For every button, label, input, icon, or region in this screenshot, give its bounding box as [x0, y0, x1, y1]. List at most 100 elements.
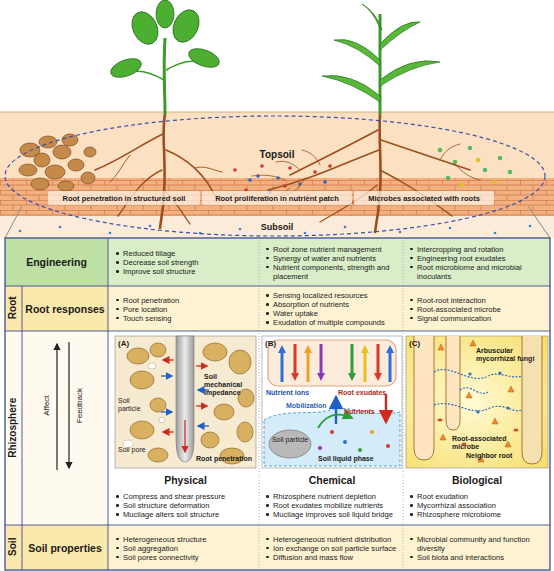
- biological-panel-art: [470, 340, 476, 346]
- soybean-plant: [156, 0, 174, 28]
- bullet-dot: [410, 299, 413, 302]
- rhizosphere-outline: [5, 116, 550, 238]
- box-text: Root proliferation in nutrient patch: [215, 194, 339, 203]
- table-grid: [22, 286, 23, 570]
- subsoil-dots: [109, 232, 112, 235]
- subsoil-dots: [304, 232, 307, 235]
- side-label: Feedback: [75, 376, 84, 436]
- physical-panel-art: [196, 405, 207, 406]
- box-text: Root responses: [25, 303, 104, 315]
- physical-panel-art: [115, 336, 256, 468]
- bullet-text: Rhizosphere microbiome: [409, 510, 549, 519]
- affect-feedback-arrows: [68, 342, 69, 468]
- bullet-text: Improve soil structure: [115, 267, 259, 276]
- side-label: Affect: [42, 376, 51, 436]
- bullet-text: Root zone nutrient management: [265, 245, 403, 254]
- bullet-cell: Heterogeneous nutrient distributionIon e…: [261, 526, 403, 570]
- subsoil-dots: [19, 230, 22, 233]
- bullet-dot: [410, 495, 413, 498]
- soil-profile: [0, 112, 554, 178]
- chemical-panel-art: [361, 345, 369, 353]
- soil-aggregates: [39, 136, 57, 148]
- maize-plant: [380, 61, 440, 86]
- physical-panel-art: [161, 376, 209, 426]
- chemical-panel-art: [320, 344, 323, 374]
- affect-feedback-arrows: [57, 342, 69, 470]
- annotation-label: Arbuscular mycorrhizal fungi: [476, 347, 542, 363]
- bullet-dot: [266, 303, 269, 306]
- chemical-panel-art: [386, 444, 390, 448]
- physical-panel-art: [163, 431, 174, 432]
- table-grid: [5, 238, 550, 570]
- bullet-dot: [410, 513, 413, 516]
- chemical-panel-art: [351, 344, 354, 374]
- microbe-dots: [498, 156, 503, 161]
- physical-panel-art: [203, 343, 227, 361]
- bullet-text: Nutrient components, strength and placem…: [265, 263, 403, 281]
- bullet-cell: Reduced tillageDecrease soil strengthImp…: [111, 239, 259, 286]
- bullet-text: Soil aggregation: [115, 544, 259, 553]
- bullet-text: Soil biota and interactions: [409, 553, 549, 562]
- table-grid: [259, 240, 260, 568]
- chemical-panel-art: [330, 430, 334, 434]
- chemical-panel-art: [264, 408, 400, 466]
- subsoil-dots: [239, 228, 242, 231]
- bullet-text: Sensing localized resources: [265, 291, 403, 300]
- bullet-dot: [410, 556, 413, 559]
- microbe-dots: [460, 183, 465, 188]
- bullet-text: Compress and shear pressure: [115, 492, 259, 501]
- root-system: [276, 161, 300, 170]
- microbe-dots: [493, 180, 498, 185]
- subsoil-dots: [149, 225, 152, 228]
- root-system: [95, 114, 480, 232]
- subsoil-dots: [529, 225, 532, 228]
- bullet-text: Diffusion and mass flow: [265, 553, 403, 562]
- chemical-panel-art: [370, 430, 374, 434]
- bullet-text: Root microbiome and microbial inoculants: [409, 263, 549, 281]
- biological-panel-art: [406, 336, 548, 468]
- subsoil-dots: [344, 226, 347, 229]
- table-grid: [5, 525, 108, 570]
- root-system: [166, 150, 215, 196]
- bullet-dot: [266, 547, 269, 550]
- bullet-cell: Compress and shear pressureSoil structur…: [111, 486, 259, 525]
- chemical-panel-art: [278, 344, 394, 382]
- root-system: [110, 155, 130, 182]
- table-grid: [5, 238, 550, 570]
- bullet-text: Root-root interaction: [409, 296, 549, 305]
- bullet-cell: Root penetrationPore locationTouch sensi…: [111, 287, 259, 331]
- biological-panel-art: [468, 372, 471, 375]
- bullet-dot: [116, 547, 119, 550]
- root-system: [302, 150, 320, 165]
- rhizosphere-outline: [528, 206, 550, 238]
- bullet-text: Heterogeneous structure: [115, 535, 259, 544]
- biological-panel-art: [466, 392, 472, 398]
- nutrient-dots: [260, 164, 264, 168]
- annotation-label: Soil particle: [270, 436, 310, 444]
- side-label: Rhizosphere: [7, 383, 19, 473]
- affect-feedback-arrows: [56, 344, 57, 470]
- soil-aggregates: [81, 172, 95, 184]
- physical-panel-art: [130, 421, 154, 439]
- bullet-text: Reduced tillage: [115, 249, 259, 258]
- bullet-text: Intercropping and rotation: [409, 245, 549, 254]
- bullet-dot: [410, 504, 413, 507]
- root-system: [252, 175, 285, 180]
- box-text: Root penetration in structured soil: [63, 194, 186, 203]
- bullet-dot: [116, 317, 119, 320]
- bullet-dot: [116, 252, 119, 255]
- annotation-label: Neighbor root: [466, 452, 522, 460]
- bullet-dot: [266, 294, 269, 297]
- chemical-panel-art: [307, 352, 310, 382]
- table-grid: [5, 238, 550, 570]
- annotation-label: (B): [265, 339, 285, 348]
- chemical-panel-art: [343, 440, 347, 444]
- bullet-text: Signal communication: [409, 314, 549, 323]
- bullet-dot: [410, 266, 413, 269]
- bullet-text: Rhizosphere nutrient depletion: [265, 492, 403, 501]
- annotation-label: (A): [118, 339, 138, 348]
- microbe-dots: [438, 146, 513, 188]
- chemical-panel-art: [335, 397, 337, 424]
- soybean-plant: [108, 0, 222, 81]
- chemical-panel-art: [318, 415, 352, 428]
